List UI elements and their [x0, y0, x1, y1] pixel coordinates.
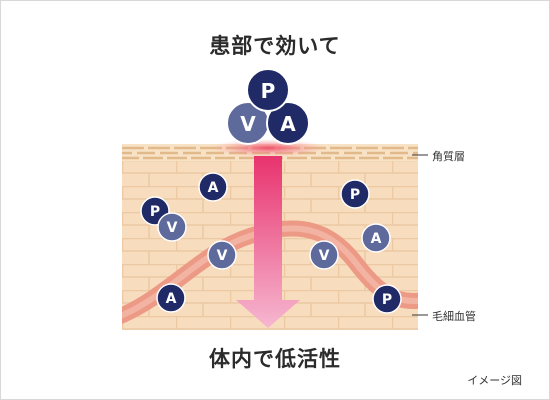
- molecule-a-bottom-left: A: [156, 283, 186, 313]
- svg-text:V: V: [167, 220, 178, 236]
- molecule-v-top: V: [226, 101, 270, 145]
- svg-text:A: A: [166, 291, 177, 307]
- molecule-cluster: V A P: [226, 68, 310, 145]
- molecule-v-left: V: [157, 212, 187, 242]
- molecule-a-right: A: [361, 223, 391, 253]
- svg-text:P: P: [261, 79, 276, 103]
- molecule-p-bottom-right: P: [372, 284, 402, 314]
- horny-layer-label: 角質層: [432, 150, 465, 163]
- capillary-label: 毛細血管: [432, 310, 476, 323]
- svg-text:P: P: [350, 187, 360, 203]
- molecule-a-top: A: [266, 101, 310, 145]
- penetration-arrow: [236, 156, 300, 328]
- heading-top: 患部で効いて: [209, 34, 341, 58]
- molecule-p-top: P: [246, 68, 290, 112]
- svg-text:P: P: [382, 292, 392, 308]
- svg-text:V: V: [217, 248, 228, 264]
- svg-text:P: P: [150, 204, 160, 220]
- svg-text:V: V: [319, 248, 330, 264]
- svg-text:A: A: [280, 112, 296, 136]
- svg-text:A: A: [208, 180, 219, 196]
- image-caption: イメージ図: [467, 374, 522, 387]
- heading-bottom: 体内で低活性: [209, 347, 341, 371]
- molecule-v-capillary-right: V: [309, 240, 339, 270]
- svg-text:V: V: [240, 112, 256, 136]
- molecule-a-1: A: [198, 172, 228, 202]
- molecule-p-right: P: [340, 179, 370, 209]
- molecule-v-capillary-left: V: [207, 240, 237, 270]
- application-glow: [210, 139, 326, 157]
- svg-text:A: A: [371, 231, 382, 247]
